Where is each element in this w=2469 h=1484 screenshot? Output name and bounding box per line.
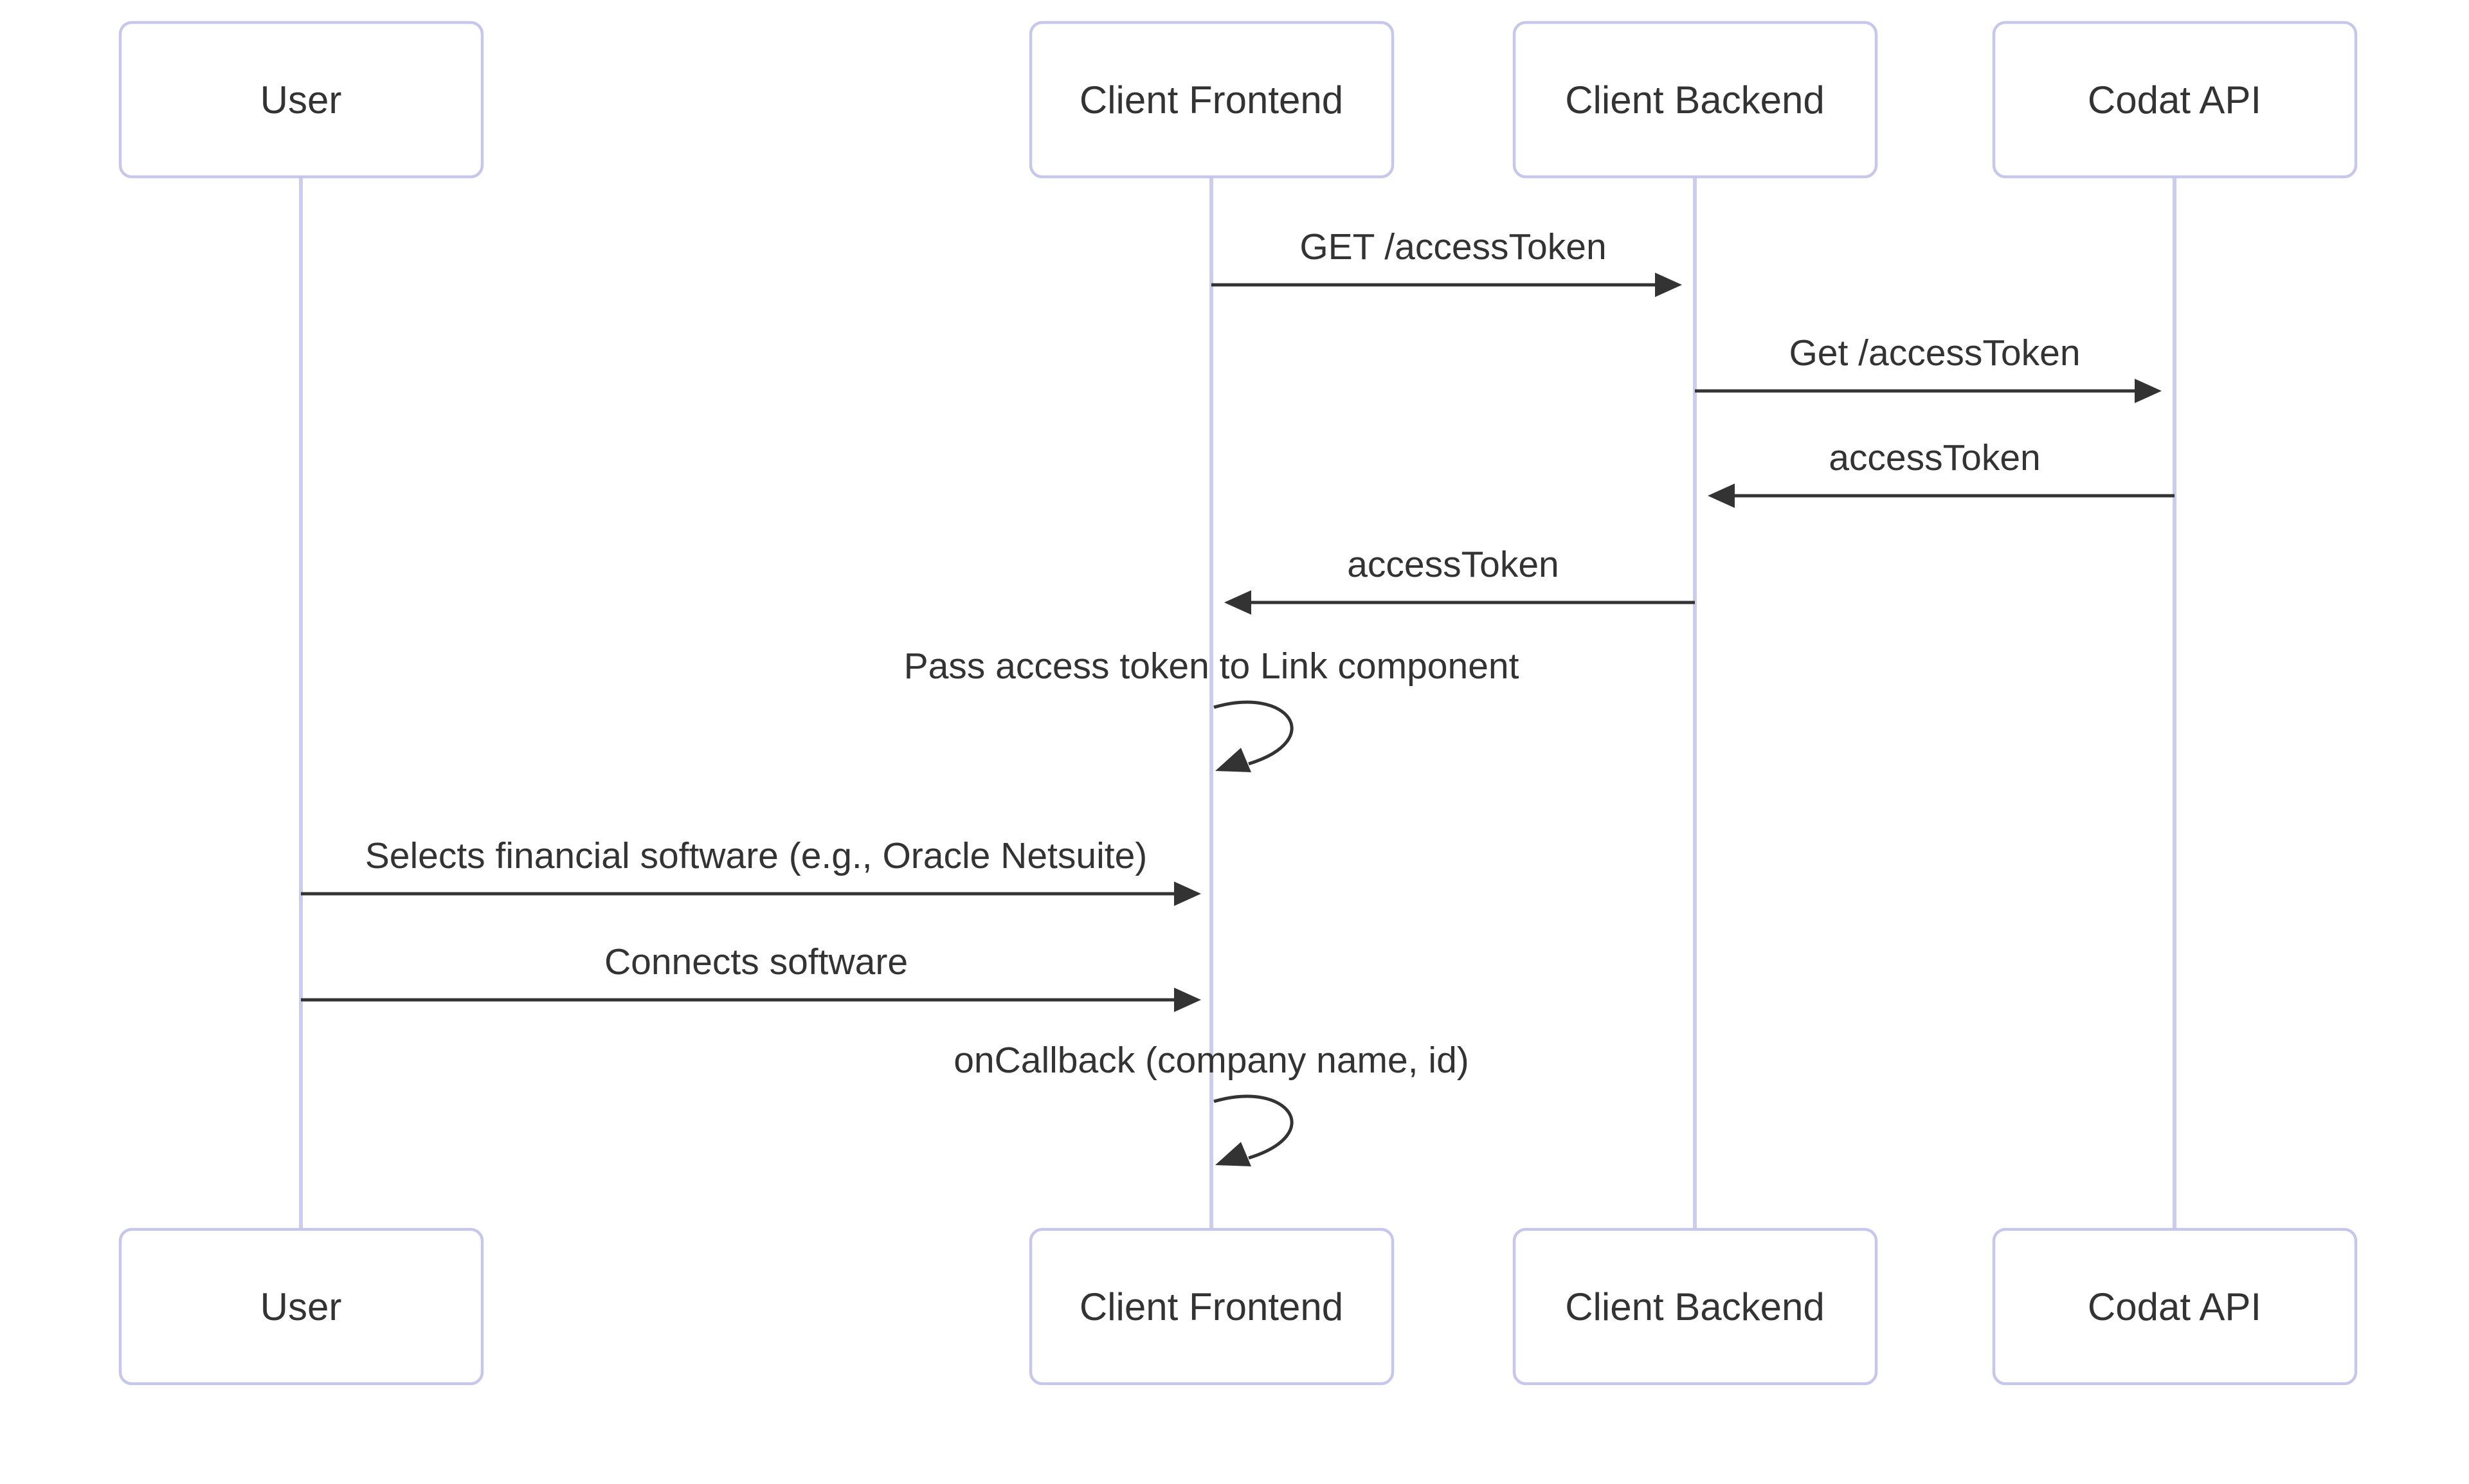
arrowhead-right-icon	[1174, 882, 1201, 906]
message-7-connects-software: Connects software	[301, 941, 1201, 1012]
arrowhead-left-icon	[1215, 748, 1251, 772]
actor-top-client-backend: Client Backend	[1512, 21, 1878, 179]
message-label: Connects software	[604, 941, 908, 982]
actor-bottom-client-backend: Client Backend	[1512, 1227, 1878, 1386]
actor-bottom-codat-api: Codat API	[1992, 1227, 2358, 1386]
actor-top-user: User	[118, 21, 484, 179]
message-label: Selects financial software (e.g., Oracle…	[365, 835, 1148, 876]
actor-box	[118, 21, 484, 179]
actor-label: Client Frontend	[1080, 78, 1343, 122]
actor-label: Codat API	[2088, 1285, 2261, 1328]
actor-box	[1512, 1227, 1878, 1386]
arrowhead-left-icon	[1708, 484, 1735, 508]
message-label: GET /accessToken	[1299, 226, 1606, 267]
arrowhead-left-icon	[1215, 1142, 1251, 1166]
message-label: Pass access token to Link component	[904, 646, 1519, 687]
actor-label: User	[260, 78, 342, 122]
self-loop-arc	[1213, 1094, 1294, 1160]
message-6-selects-financial-software: Selects financial software (e.g., Oracle…	[301, 835, 1201, 906]
arrowhead-right-icon	[1655, 273, 1682, 297]
arrowhead-left-icon	[1224, 590, 1251, 615]
actor-label: Client Backend	[1565, 1285, 1825, 1328]
actor-box	[1992, 21, 2358, 179]
message-3-accesstoken: accessToken	[1708, 437, 2175, 508]
actor-label: Codat API	[2088, 78, 2261, 122]
actor-bottom-client-frontend: Client Frontend	[1029, 1227, 1395, 1386]
message-label: accessToken	[1829, 437, 2041, 478]
actor-label: Client Backend	[1565, 78, 1825, 122]
actor-box	[118, 1227, 484, 1386]
actor-box	[1512, 21, 1878, 179]
message-5-pass-access-token-self-loop: Pass access token to Link component	[904, 646, 1519, 772]
message-label: Get /accessToken	[1789, 332, 2080, 374]
actor-top-client-frontend: Client Frontend	[1029, 21, 1395, 179]
actor-label: Client Frontend	[1080, 1285, 1343, 1328]
message-4-accesstoken: accessToken	[1224, 544, 1695, 615]
message-8-oncallback-self-loop: onCallback (company name, id)	[954, 1040, 1469, 1166]
arrowhead-right-icon	[2135, 379, 2162, 403]
actor-box	[1992, 1227, 2358, 1386]
message-label: accessToken	[1347, 544, 1559, 585]
actor-label: User	[260, 1285, 342, 1328]
message-2-get-accesstoken: Get /accessToken	[1695, 332, 2162, 403]
message-1-get-accesstoken: GET /accessToken	[1211, 226, 1682, 297]
actor-bottom-user: User	[118, 1227, 484, 1386]
actor-box	[1029, 1227, 1395, 1386]
message-label: onCallback (company name, id)	[954, 1040, 1469, 1081]
self-loop-arc	[1213, 700, 1294, 766]
actor-top-codat-api: Codat API	[1992, 21, 2358, 179]
actor-box	[1029, 21, 1395, 179]
arrowhead-right-icon	[1174, 988, 1201, 1012]
